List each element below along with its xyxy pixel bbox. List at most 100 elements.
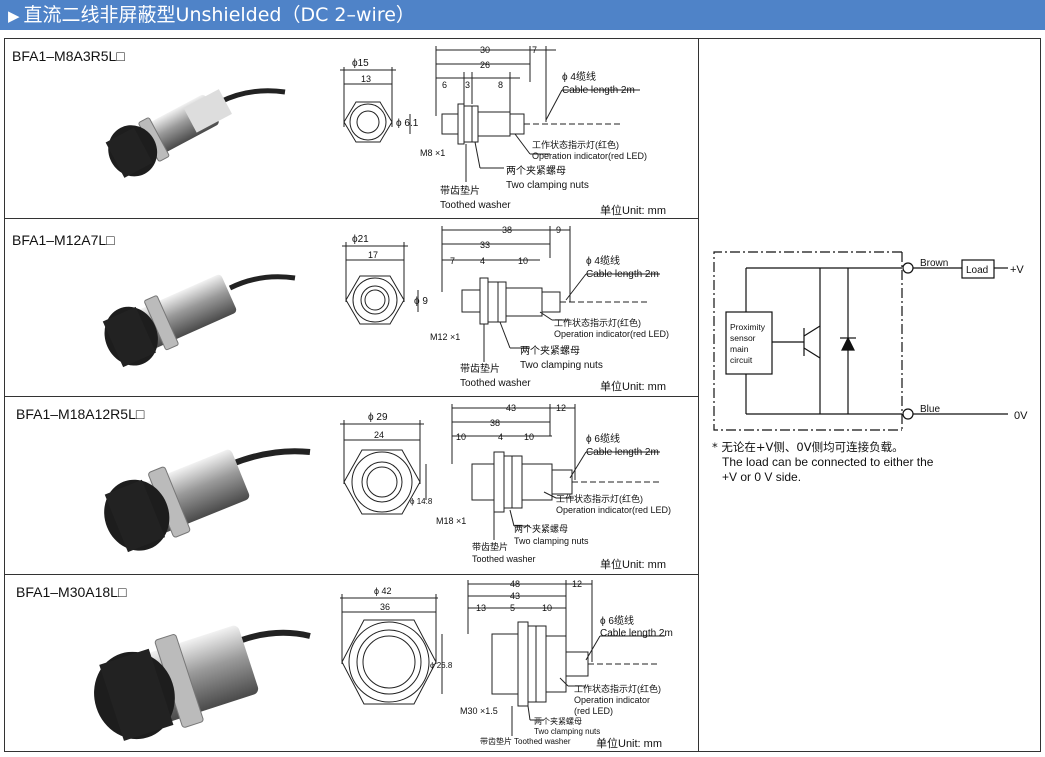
dim-outer-dia: ϕ21	[352, 234, 369, 245]
washer-zh: 带齿垫片	[472, 541, 508, 552]
cable-en: Cable length 2m	[600, 628, 673, 639]
washer-zh: 带齿垫片	[460, 362, 500, 375]
sensor-photo	[102, 274, 296, 368]
indicator-en: Operation indicator(red LED)	[554, 329, 669, 339]
dim-flat: 13	[361, 74, 371, 84]
sensor-box-text: main	[730, 344, 749, 354]
washer-zh: 带齿垫片	[440, 184, 480, 197]
dim-a: 7	[450, 256, 455, 266]
dim-total: 30	[480, 45, 490, 55]
sensor-photo	[104, 448, 311, 553]
dim-total: 43	[506, 403, 516, 413]
indicator-zh: 工作状态指示灯(红色)	[556, 493, 643, 504]
unit-label: 单位Unit: mm	[600, 381, 666, 393]
dim-b: 4	[498, 432, 503, 442]
dimension-drawing: ϕ 29 24 43 12 38 10 4 10 ϕ 14.8 M18 ×1 ϕ…	[340, 403, 671, 564]
model-name: BFA1–M30A18L□	[16, 584, 127, 600]
dim-total: 48	[510, 579, 520, 589]
dim-sensor-dia: ϕ 26.8	[430, 661, 453, 670]
indicator-zh: 工作状态指示灯(红色)	[574, 683, 661, 694]
dim-b: 3	[465, 80, 470, 90]
model-name: BFA1–M18A12R5L□	[16, 406, 145, 422]
nuts-zh: 两个夹紧螺母	[534, 716, 582, 726]
nuts-en: Two clamping nuts	[534, 727, 600, 736]
model-name: BFA1–M8A3R5L□	[12, 48, 125, 64]
section-title-bar: ▶直流二线非屏蔽型Unshielded（DC 2–wire）	[0, 0, 1045, 30]
dim-flat: 24	[374, 430, 384, 440]
dim-body: 38	[490, 418, 500, 428]
zero-v-label: 0V	[1014, 410, 1028, 422]
dim-body: 33	[480, 240, 490, 250]
dim-tail: 9	[556, 225, 561, 235]
cable-en: Cable length 2m	[586, 447, 659, 458]
dim-body: 26	[480, 60, 490, 70]
dim-thread: M18 ×1	[436, 516, 466, 526]
dim-body: 43	[510, 591, 520, 601]
column-divider	[698, 38, 699, 752]
dim-flat: 17	[368, 250, 378, 260]
cable-zh: ϕ 4缆线	[586, 254, 620, 267]
dim-thread: M12 ×1	[430, 332, 460, 342]
washer-en: Toothed washer	[460, 378, 531, 389]
plus-v-label: +V	[1010, 264, 1024, 276]
sensor-box-text: Proximity	[730, 322, 766, 332]
indicator-zh: 工作状态指示灯(红色)	[532, 139, 619, 150]
indicator-en: Operation indicator(red LED)	[532, 151, 647, 161]
wiring-diagram: Brown Blue Load +V 0V Proximity sensor m…	[713, 251, 1028, 431]
indicator-zh: 工作状态指示灯(红色)	[554, 317, 641, 328]
model-name: BFA1–M12A7L□	[12, 232, 115, 248]
dim-c: 10	[542, 603, 552, 613]
dim-total: 38	[502, 225, 512, 235]
dim-tail: 12	[556, 403, 566, 413]
dim-b: 4	[480, 256, 485, 266]
washer-en: Toothed washer	[514, 737, 571, 746]
wiring-note: * 无论在+V侧、0V侧均可连接负载。 The load can be conn…	[712, 440, 1012, 485]
blue-wire-label: Blue	[920, 404, 940, 415]
cable-zh: ϕ 4缆线	[562, 70, 596, 83]
table-frame	[4, 38, 1041, 752]
brown-wire-label: Brown	[920, 258, 948, 269]
dim-sensor-dia: ϕ 14.8	[410, 497, 433, 506]
sensor-photo	[94, 625, 311, 741]
nuts-zh: 两个夹紧螺母	[506, 164, 566, 177]
dim-c: 10	[524, 432, 534, 442]
dim-outer-dia: ϕ 42	[374, 586, 392, 596]
dim-tail: 12	[572, 579, 582, 589]
section-title: 直流二线非屏蔽型Unshielded（DC 2–wire）	[23, 4, 415, 26]
dim-sensor-dia: ϕ 6.1	[396, 118, 419, 129]
nuts-zh: 两个夹紧螺母	[514, 523, 568, 534]
row-divider	[4, 396, 699, 397]
cable-zh: ϕ 6缆线	[586, 432, 620, 445]
nuts-zh: 两个夹紧螺母	[520, 344, 580, 357]
cable-en: Cable length 2m	[562, 85, 635, 96]
note-en-1: The load can be connected to either the	[722, 455, 934, 469]
dimension-drawing: ϕ15 13 30 7 26 6 3 8 ϕ 6.1 M8 ×1 ϕ 4缆线 C…	[340, 45, 647, 211]
nuts-en: Two clamping nuts	[520, 360, 603, 371]
cable-en: Cable length 2m	[586, 269, 659, 280]
nuts-en: Two clamping nuts	[506, 180, 589, 191]
dim-outer-dia: ϕ15	[352, 58, 369, 69]
dimension-drawing: ϕ21 17 38 9 33 7 4 10 ϕ 9 M12 ×1 ϕ 4缆线 C…	[342, 225, 669, 389]
sensor-box-text: circuit	[730, 355, 753, 365]
nuts-en: Two clamping nuts	[514, 536, 589, 546]
unit-label: 单位Unit: mm	[600, 559, 666, 571]
dim-outer-dia: ϕ 29	[368, 412, 388, 423]
washer-en: Toothed washer	[440, 200, 511, 211]
washer-zh: 带齿垫片	[480, 736, 512, 746]
triangle-marker-icon: ▶	[8, 7, 20, 25]
washer-en: Toothed washer	[472, 554, 536, 564]
dimension-drawing: ϕ 42 36 48 12 43 13 5 10 ϕ 26.8 M30 ×1.5…	[340, 579, 673, 746]
load-label: Load	[966, 265, 988, 276]
dim-a: 6	[442, 80, 447, 90]
dim-b: 5	[510, 603, 515, 613]
indicator-en-2: (red LED)	[574, 706, 613, 716]
dim-thread: M8 ×1	[420, 148, 445, 158]
dim-c: 8	[498, 80, 503, 90]
dim-thread: M30 ×1.5	[460, 706, 498, 716]
sensor-photo	[105, 88, 286, 178]
dim-a: 13	[476, 603, 486, 613]
dim-sensor-dia: ϕ 9	[414, 296, 428, 307]
indicator-en: Operation indicator(red LED)	[556, 505, 671, 515]
cable-zh: ϕ 6缆线	[600, 614, 634, 627]
indicator-en: Operation indicator	[574, 695, 650, 705]
